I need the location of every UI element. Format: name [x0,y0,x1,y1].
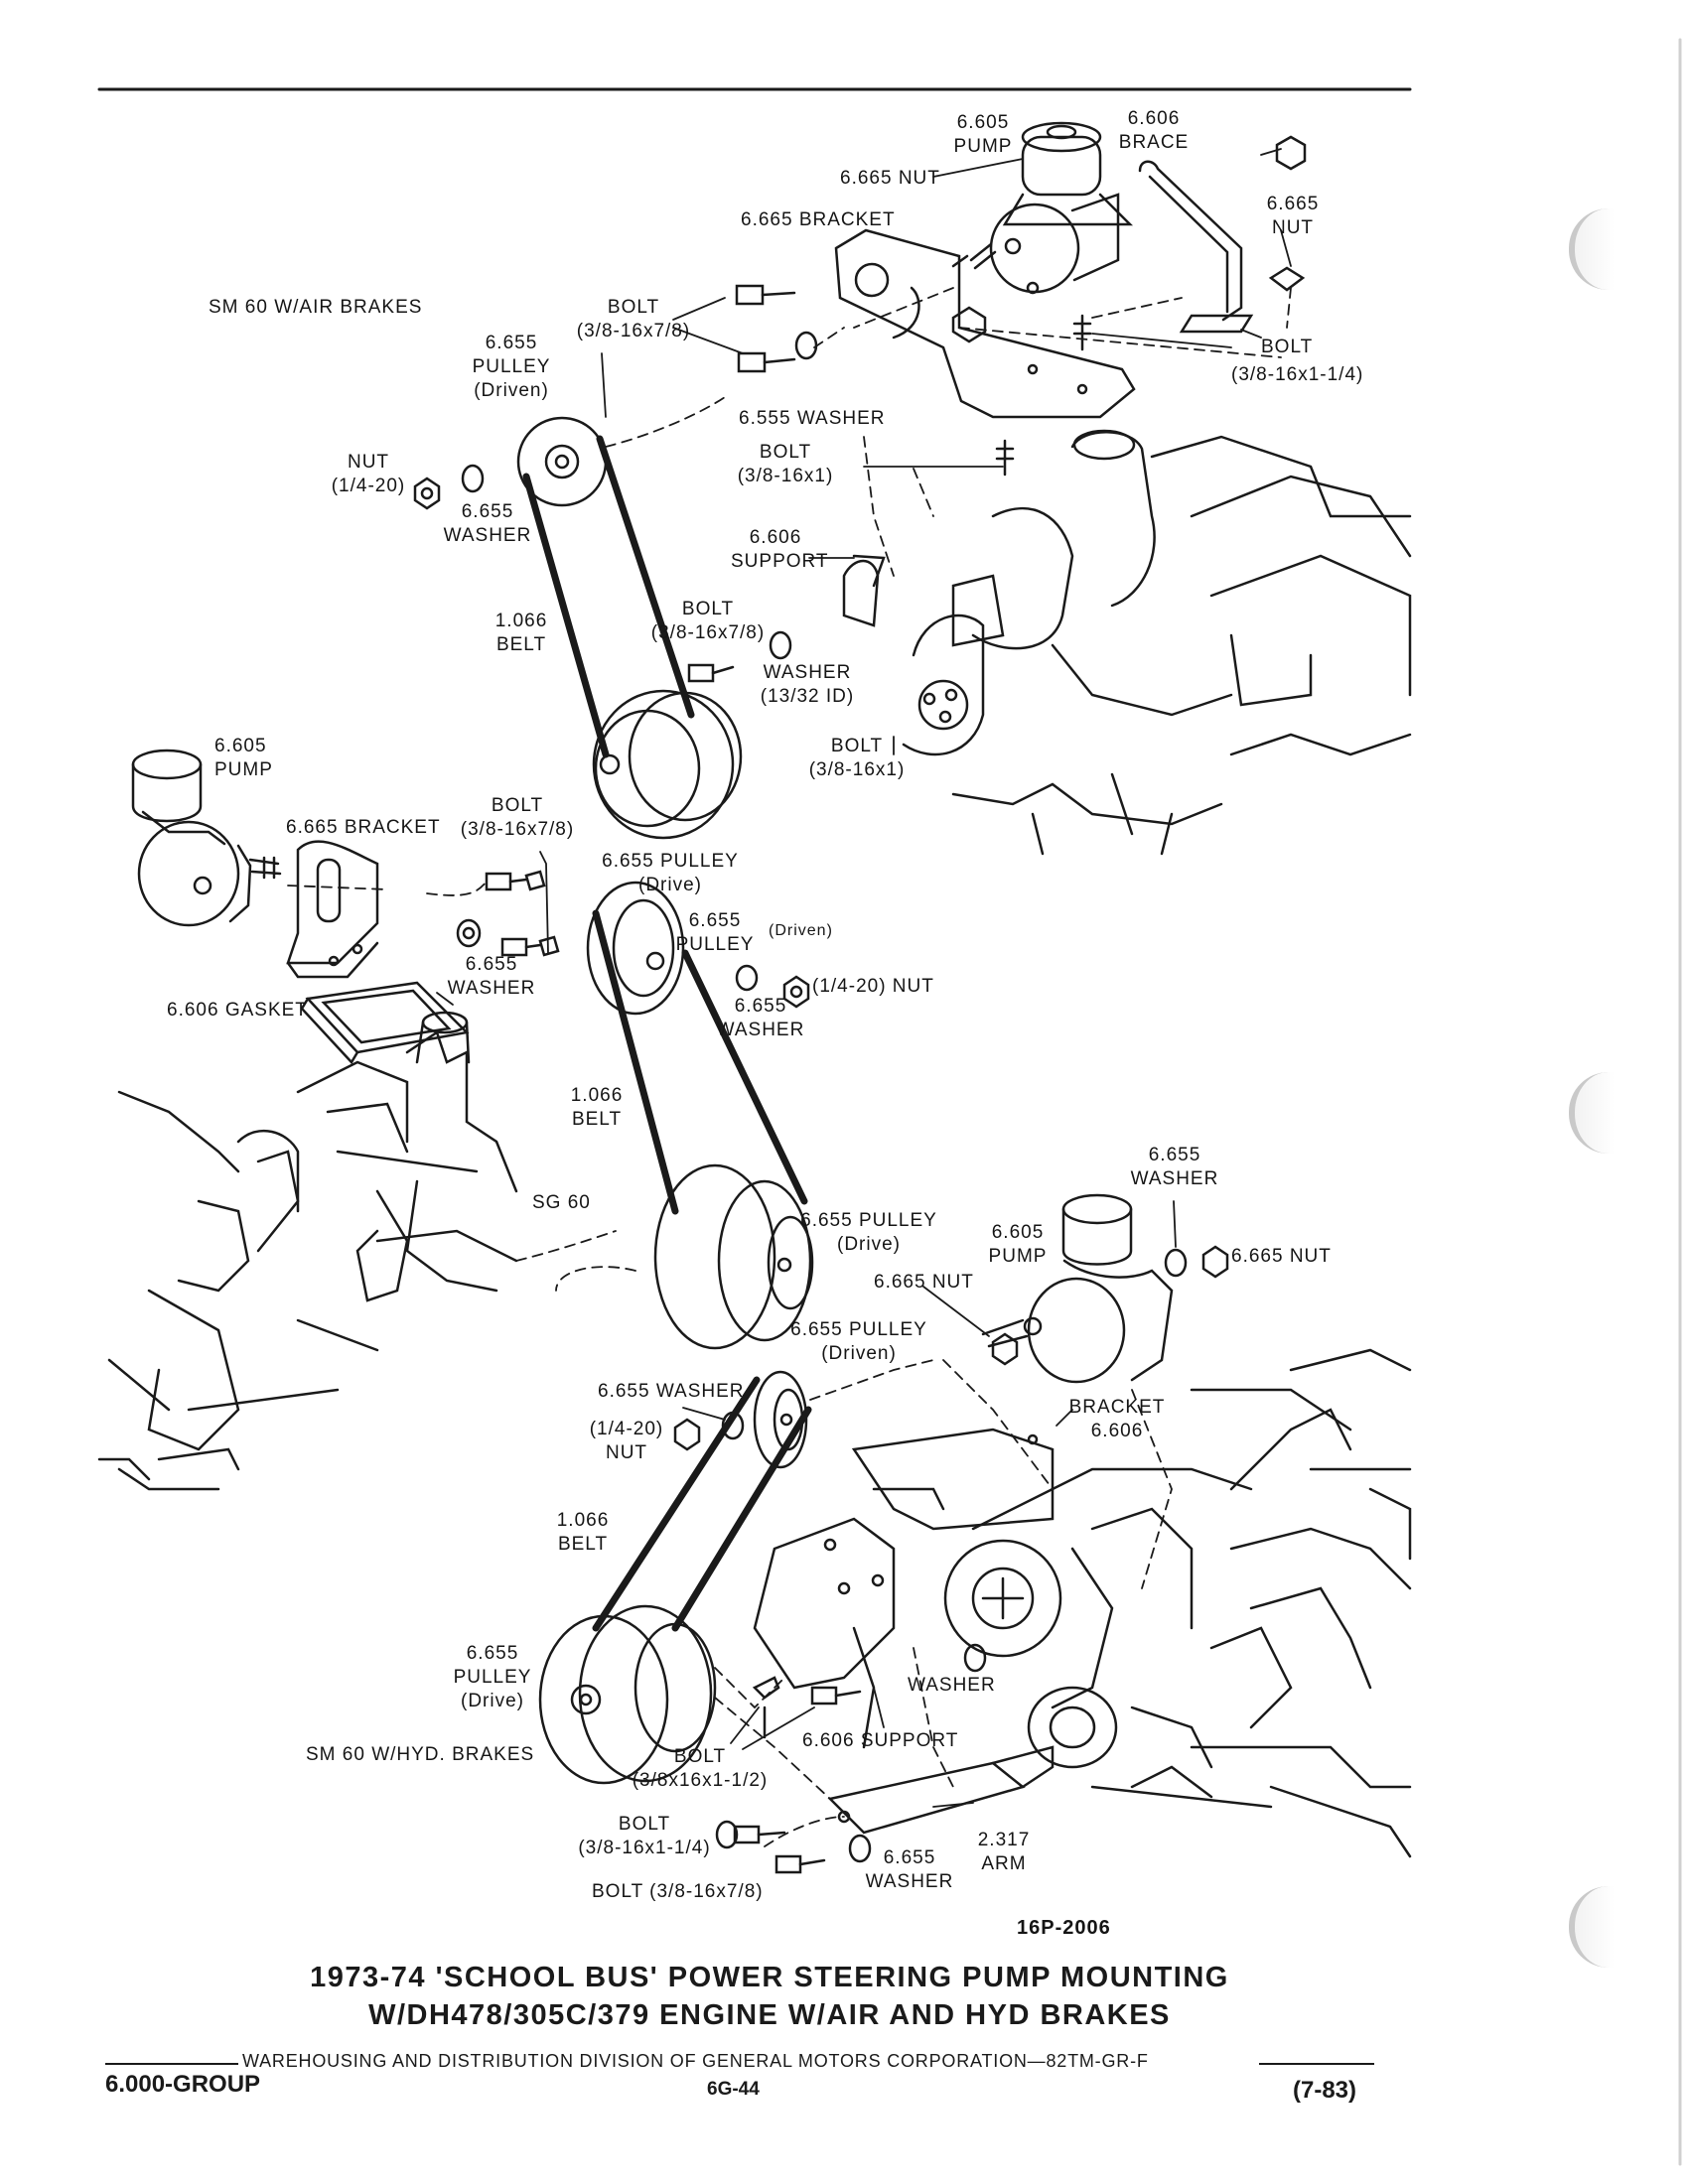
callout-top-bolt-right: BOLT [1261,337,1314,357]
top-belt [522,435,695,758]
callout-bot-washer-top: 6.655 WASHER [1130,1145,1219,1189]
callout-bot-arm: 2.317 ARM [977,1830,1031,1874]
bottom-bracket [851,1428,1055,1531]
middle-bracket [286,840,379,979]
callout-mid-gasket: 6.606 GASKET [167,1000,308,1021]
footer-group: 6.000-GROUP [105,2071,261,2098]
callout-top-bolt-mid: BOLT (3/8-16x7/8) [650,599,766,643]
middle-pump-assembly [131,749,282,927]
callout-bot-belt: 1.066 BELT [556,1510,610,1555]
callout-top-bolt-right-size: (3/8-16x1-1/4) [1231,364,1364,385]
top-pointer-lines [601,148,1292,755]
callout-bot-bolt-1-1-4: BOLT (3/8-16x1-1/4) [578,1814,711,1858]
callout-mid-pump: 6.605 PUMP [214,736,273,780]
callout-top-bolt-center: BOLT (3/8-16x1) [737,442,834,486]
view-label-sg60: SG 60 [532,1192,591,1213]
callout-top-washer-555: 6.555 WASHER [739,408,886,429]
callout-bot-nut-left: (1/4-20) NUT [589,1419,664,1463]
middle-drive-pulley [653,1163,814,1350]
view-label-hyd-brakes: SM 60 W/HYD. BRAKES [306,1744,535,1765]
callout-top-washer-655: 6.655 WASHER [443,501,532,546]
callout-mid-washer-right: 6.655 WASHER [716,996,805,1040]
callout-top-pulley-drive: 6.655 PULLEY (Drive) [602,851,739,895]
footer-publisher-line: WAREHOUSING AND DISTRIBUTION DIVISION OF… [242,2051,1149,2071]
figure-number: 16P-2006 [1017,1917,1111,1939]
bottom-pointer-lines [682,1200,1177,1808]
top-nut-washer [413,464,792,683]
callout-top-nut-right: 6.665 NUT [1266,194,1320,238]
callout-bot-pump: 6.605 PUMP [988,1222,1048,1267]
callout-top-bolt-lower: BOLT (3/8-16x1) [808,736,906,780]
callout-mid-driven-tag: (Driven) [769,922,833,939]
middle-driven-pulley [586,881,685,1016]
callout-top-nut-small: NUT (1/4-20) [331,452,406,496]
view-label-air-brakes: SM 60 W/AIR BRAKES [209,297,423,318]
middle-pointer-lines [436,851,549,1006]
callout-mid-washer: 6.655 WASHER [447,954,536,999]
callout-bot-nut-right: 6.665 NUT [1231,1246,1332,1267]
top-bracket [834,228,1136,419]
callout-top-pump: 6.605 PUMP [953,112,1013,157]
top-brace [1138,160,1254,334]
callout-mid-pulley-driven: 6.655 PULLEY [675,910,755,955]
callout-top-bolt-left: BOLT (3/8-16x7/8) [576,297,691,341]
callout-bot-washer-center: WASHER [908,1675,996,1696]
footer-page-number: 6G-44 [707,2079,760,2100]
figure-title-line-2: W/DH478/305C/379 ENGINE W/AIR AND HYD BR… [368,1999,1171,2031]
top-engine-block [842,429,1412,856]
bottom-engine-block [943,1348,1412,1858]
callout-top-belt: 1.066 BELT [494,611,548,655]
callout-top-pulley-driven: 6.655 PULLEY (Driven) [472,333,551,401]
callout-bot-bolt-7-8: BOLT (3/8-16x7/8) [592,1881,764,1902]
bottom-belt [592,1376,812,1632]
callout-top-washer-13-32: WASHER (13/32 ID) [760,662,855,707]
callout-mid-bolt: BOLT (3/8-16x7/8) [460,795,575,840]
callout-bot-pulley-drive: 6.655 PULLEY (Drive) [800,1210,937,1255]
callout-bot-bolt-support: BOLT (3/8x16x1-1/2) [632,1746,769,1791]
footer-revision: (7-83) [1293,2077,1357,2104]
callout-mid-nut-right: (1/4-20) NUT [812,976,934,997]
callout-mid-bracket: 6.665 BRACKET [286,817,441,838]
middle-leader-lines [287,881,636,1292]
bottom-drive-pulley [538,1604,717,1785]
figure-title-line-1: 1973-74 'SCHOOL BUS' POWER STEERING PUMP… [310,1962,1229,1993]
callout-top-support: 6.606 SUPPORT [731,527,829,572]
callout-bot-bracket: BRACKET 6.606 [1068,1397,1166,1441]
bottom-arm [827,1745,1055,1835]
top-drive-pulley [592,689,743,840]
middle-engine-block [97,1011,518,1491]
callout-bot-washer-bottom: 6.655 WASHER [865,1847,954,1892]
callout-bot-pulley-driven: 6.655 PULLEY (Driven) [790,1319,927,1364]
middle-belt [592,909,808,1215]
bottom-pump-assembly [981,1193,1229,1384]
callout-top-bracket: 6.665 BRACKET [741,209,896,230]
callout-bot-support: 6.606 SUPPORT [802,1730,959,1751]
bottom-hardware [673,1411,987,1874]
callout-bot-nut-mid: 6.665 NUT [874,1272,974,1293]
top-leader-lines [605,287,1292,577]
callout-bot-pulley-drive-left: 6.655 PULLEY (Drive) [453,1643,532,1711]
callout-mid-belt: 1.066 BELT [570,1085,624,1130]
middle-hardware [456,870,810,1009]
bottom-leader-lines [714,1359,1173,1847]
callout-top-brace: 6.606 BRACE [1118,108,1190,153]
callout-top-nut: 6.665 NUT [840,168,940,189]
callout-bot-washer-left: 6.655 WASHER [598,1381,745,1402]
